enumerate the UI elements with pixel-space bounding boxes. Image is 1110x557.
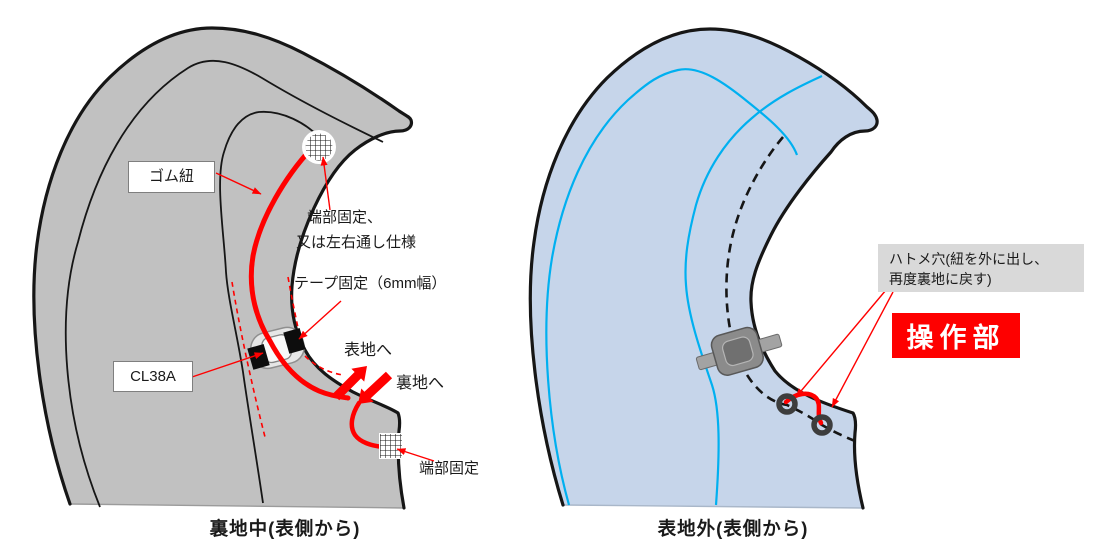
tape-channel-dashed-right-lower — [304, 355, 344, 376]
outer-hood — [528, 27, 894, 510]
label-end-fix-top-line2: 又は左右通し仕様 — [296, 234, 417, 251]
label-to-outer-fabric: 表地へ — [344, 342, 393, 359]
elastic-cord-path — [248, 146, 351, 401]
label-elastic-cord: ゴム紐 — [128, 161, 215, 193]
lining-hood — [32, 26, 435, 510]
to-outer-thick-arrow — [332, 366, 367, 401]
label-elastic-cord-text: ゴム紐 — [148, 168, 194, 185]
end-fix-hatch-bottom-icon — [379, 433, 403, 459]
leader-elastic-cord — [215, 172, 262, 195]
label-tape-fix: テープ固定（6mm幅） — [294, 275, 447, 292]
label-eyelet-note-line1: ハトメ穴(紐を外に出し、 — [889, 251, 1049, 267]
outer-hood-fill — [530, 29, 878, 508]
eyelet-icon-2 — [811, 414, 833, 436]
leader-cord-lock — [191, 352, 264, 378]
control-part-badge-text: 操作部 — [906, 323, 1006, 353]
caption-outer-view: 表地外(表側から) — [657, 518, 809, 539]
lining-hood-bottom-edge — [69, 503, 405, 509]
lining-inner-seam — [64, 59, 384, 508]
outer-hood-bottom-edge — [562, 504, 864, 509]
lining-face-seam — [219, 111, 319, 504]
label-cord-lock-model: CL38A — [113, 361, 193, 392]
label-eyelet-note: ハトメ穴(紐を外に出し、 再度裏地に戻す) — [878, 244, 1084, 292]
label-eyelet-note-line2: 再度裏地に戻す) — [889, 271, 992, 287]
cord-hook-to-bottom — [349, 400, 387, 450]
leader-eyelet-2 — [831, 291, 894, 408]
tape-channel-dashed-left — [231, 281, 266, 438]
leader-end-fix-top — [320, 156, 331, 211]
leader-end-fix-bottom — [396, 448, 435, 462]
outer-inner-seam-cyan — [545, 68, 799, 506]
label-end-fix-top: 端部固定、 又は左右通し仕様 — [296, 205, 416, 255]
label-to-lining: 裏地へ — [396, 375, 445, 392]
control-part-badge: 操作部 — [892, 313, 1020, 358]
outer-face-seam-cyan — [684, 74, 823, 506]
leader-eyelet-1 — [795, 289, 887, 398]
label-cord-lock-model-text: CL38A — [130, 367, 176, 385]
label-end-fix-bottom: 端部固定 — [419, 460, 480, 477]
eyelet-icon-1 — [776, 393, 798, 415]
leader-tape-fix — [298, 300, 342, 340]
end-fix-hatch-top-icon — [302, 130, 336, 164]
to-lining-thick-arrow — [358, 371, 393, 404]
label-end-fix-top-line1: 端部固定、 — [307, 209, 383, 226]
caption-lining-view: 裏地中(表側から) — [209, 518, 361, 539]
lining-hood-outline — [32, 26, 414, 510]
cord-lock-outer-buckle — [695, 326, 783, 376]
